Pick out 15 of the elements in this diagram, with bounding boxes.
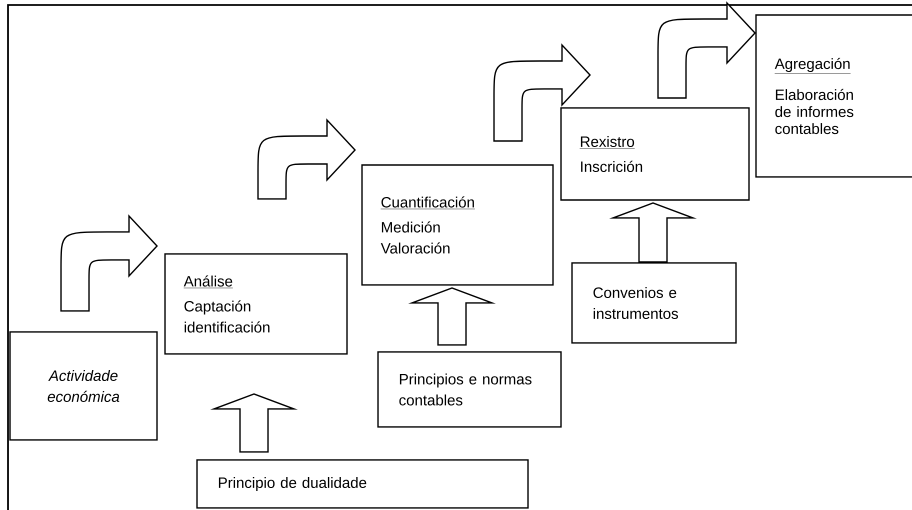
process-box: Principios e normas contables	[377, 351, 562, 428]
process-box: Actividade económica	[9, 331, 158, 441]
process-box: Principio de dualidade	[196, 459, 529, 509]
process-box: Análise Captación identificación	[164, 253, 348, 355]
block-arrow	[657, 2, 756, 99]
block-arrow	[609, 202, 697, 263]
block-arrow	[60, 215, 158, 312]
process-box: Cuantificación Medición Valoración	[361, 164, 554, 286]
process-box: Convenios e instrumentos	[571, 262, 737, 344]
process-box: Agregación Elaboración de informes contables	[755, 14, 912, 178]
block-arrow	[493, 44, 591, 142]
block-arrow	[257, 119, 356, 200]
process-box: Rexistro Inscrición	[560, 107, 750, 201]
block-arrow	[408, 287, 496, 346]
block-arrow	[210, 393, 298, 453]
